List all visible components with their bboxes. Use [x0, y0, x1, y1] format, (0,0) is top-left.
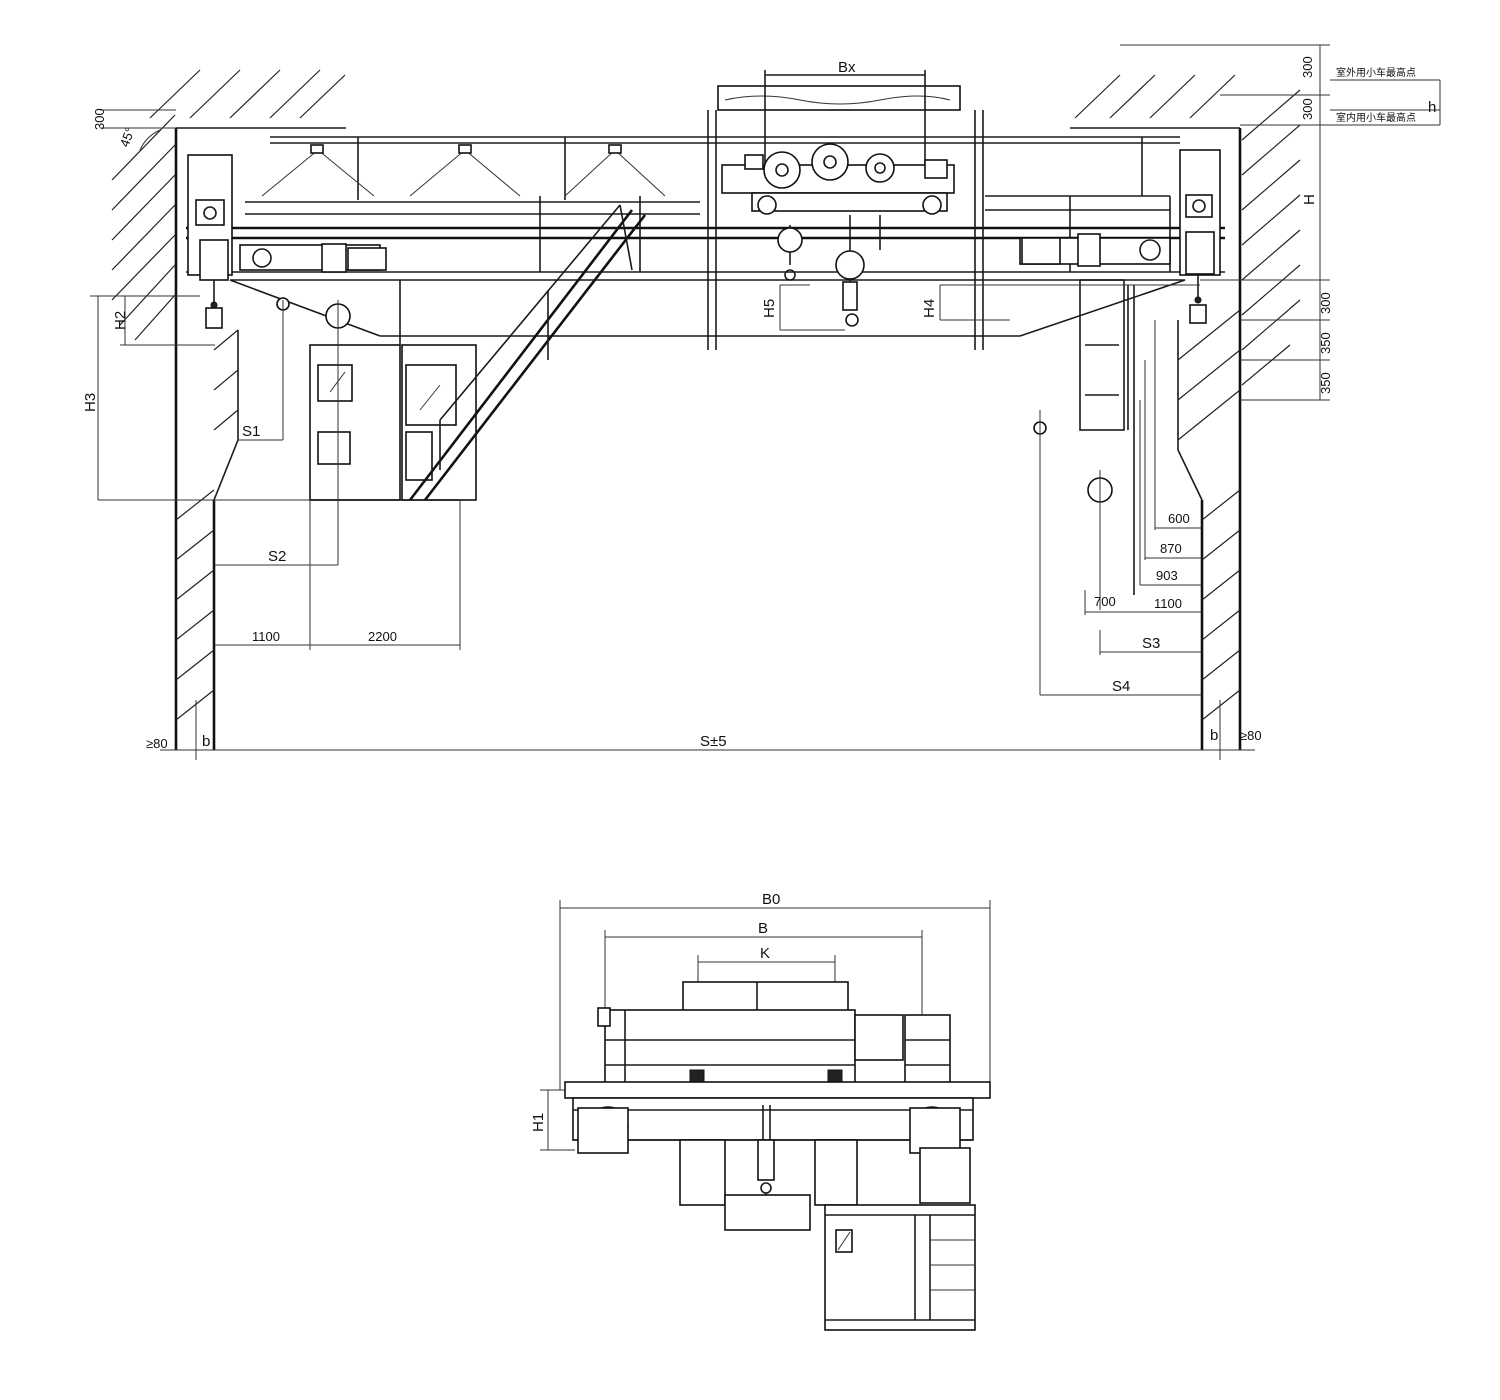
label-1100-left: 1100: [252, 629, 280, 644]
hook-end-view: [757, 1105, 775, 1200]
label-span: S±5: [700, 733, 727, 750]
label-h-small: h: [1428, 99, 1436, 116]
label-top-right-300a: 300: [1300, 56, 1315, 78]
label-903: 903: [1156, 568, 1178, 583]
label-700: 700: [1094, 594, 1116, 609]
end-carriage-end-view: [564, 1081, 991, 1154]
note-indoor: 室内用小车最高点: [1336, 111, 1416, 124]
label-870: 870: [1160, 541, 1182, 556]
label-top-right-300b: 300: [1300, 98, 1315, 120]
bridge-girder: [186, 110, 1225, 350]
label-h3: H3: [82, 393, 99, 412]
label-right-300: 300: [1318, 292, 1333, 314]
elevation-view: Bx H h H2 H3 H4 H5 S1 S2 S3 S4 S±5 b b ≥…: [82, 44, 1441, 760]
right-dimensions: [1040, 44, 1441, 696]
label-600: 600: [1168, 511, 1190, 526]
label-s3: S3: [1142, 635, 1160, 652]
label-clear-left: ≥80: [146, 736, 168, 751]
label-s1: S1: [242, 423, 260, 440]
label-s2: S2: [268, 548, 286, 565]
right-building-wall: [1070, 74, 1301, 750]
cab-end-view: [824, 1204, 976, 1331]
label-b-left: b: [202, 733, 210, 750]
label-b-right: b: [1210, 727, 1218, 744]
note-outdoor: 室外用小车最高点: [1336, 66, 1416, 79]
left-building-wall: [111, 69, 346, 750]
hook-positions: [276, 297, 1113, 695]
label-h2: H2: [112, 311, 129, 330]
label-bx: Bx: [838, 59, 856, 76]
left-dimensions: [90, 109, 1255, 760]
lower-structures-end-view: [679, 1139, 971, 1231]
right-service-ladder: [1079, 279, 1135, 595]
label-b0: B0: [762, 891, 780, 908]
middle-dimensions: [779, 284, 1200, 331]
operator-cab: [309, 280, 477, 501]
label-angle: 45°: [117, 125, 138, 149]
label-b: B: [758, 920, 768, 937]
label-1100-right: 1100: [1154, 596, 1182, 611]
trolley: [717, 70, 961, 327]
access-ladder: [408, 204, 647, 501]
label-2200: 2200: [368, 629, 397, 644]
label-s4: S4: [1112, 678, 1130, 695]
end-view: B0 B K H1: [530, 891, 991, 1331]
label-h1: H1: [530, 1113, 547, 1132]
elevation-labels: Bx H h H2 H3 H4 H5 S1 S2 S3 S4 S±5 b b ≥…: [82, 56, 1436, 751]
label-right-350b: 350: [1318, 372, 1333, 394]
label-h5: H5: [761, 299, 778, 318]
right-end-carriage: [1019, 149, 1221, 324]
label-h4: H4: [921, 299, 938, 318]
label-k: K: [760, 945, 770, 962]
left-end-carriage: [187, 154, 387, 329]
label-h: H: [1301, 194, 1318, 205]
trolley-end-view: [597, 981, 951, 1091]
label-right-350a: 350: [1318, 332, 1333, 354]
label-top-left-300: 300: [92, 108, 107, 130]
end-view-labels: B0 B K H1: [530, 891, 780, 1132]
label-clear-right: ≥80: [1240, 728, 1262, 743]
